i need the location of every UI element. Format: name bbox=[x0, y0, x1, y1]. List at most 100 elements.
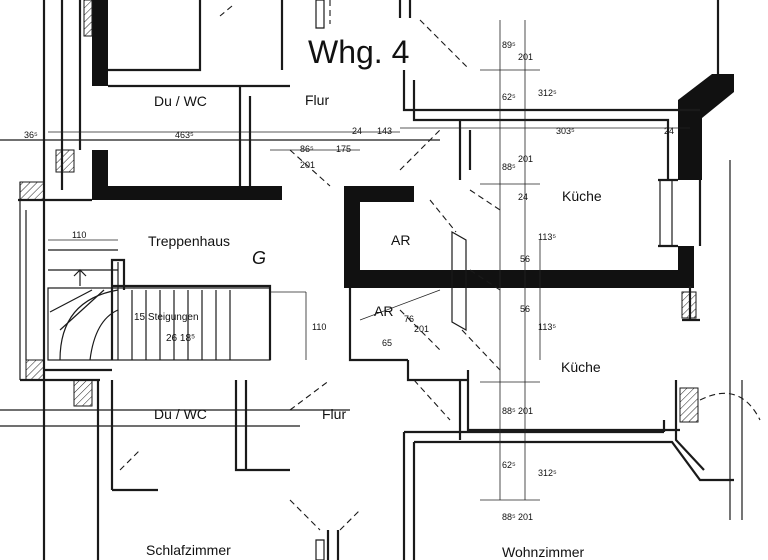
door-swing bbox=[119, 449, 141, 471]
door-swing bbox=[289, 149, 331, 187]
dimension-label: 88⁵ bbox=[502, 162, 516, 172]
dimension-label: 24 bbox=[664, 126, 674, 136]
wall-segment bbox=[678, 246, 694, 286]
staircase bbox=[47, 249, 271, 361]
door-swing bbox=[399, 129, 441, 171]
dimension-label: 201 bbox=[518, 154, 533, 164]
dimension-label: 36⁵ bbox=[24, 130, 38, 140]
hatched-sections bbox=[19, 0, 699, 423]
door-swing bbox=[413, 379, 451, 421]
room-label-du-wc-top: Du / WC bbox=[154, 93, 207, 109]
wall-line bbox=[466, 370, 680, 432]
wall-line bbox=[108, 0, 202, 72]
dimension-label: 201 bbox=[518, 52, 533, 62]
dimension-label: 175 bbox=[336, 144, 351, 154]
dimension-label: 312⁵ bbox=[538, 88, 557, 98]
room-label-flur-top: Flur bbox=[305, 92, 329, 108]
dimension-label: 201 bbox=[518, 512, 533, 522]
room-label-wohnzimmer: Wohnzimmer bbox=[502, 544, 585, 560]
handwritten-g-mark: G bbox=[252, 248, 266, 268]
door-swing bbox=[699, 392, 761, 421]
hatched-wall bbox=[681, 291, 697, 319]
wall-line bbox=[348, 288, 408, 362]
plan-title: Whg. 4 bbox=[308, 34, 409, 70]
stair-winder bbox=[89, 309, 119, 361]
stair-outline bbox=[47, 287, 271, 361]
wall-line bbox=[414, 440, 734, 482]
dimension-label: 56 bbox=[520, 304, 530, 314]
room-label-schlafzimmer: Schlafzimmer bbox=[146, 542, 231, 558]
dimension-label: 76 bbox=[404, 314, 414, 324]
stair-arrow bbox=[73, 269, 87, 286]
wall-segment bbox=[344, 186, 414, 202]
wall-line bbox=[110, 258, 126, 360]
hatched-wall bbox=[73, 379, 93, 407]
dimension-label: 24 bbox=[352, 126, 362, 136]
room-label-treppenhaus: Treppenhaus bbox=[148, 233, 230, 249]
wall-line bbox=[402, 70, 700, 112]
dim-line bbox=[359, 289, 441, 321]
dimension-label: 113⁵ bbox=[538, 232, 556, 242]
wall-segment bbox=[678, 74, 734, 180]
dimension-label: 89⁵ bbox=[502, 40, 516, 50]
wall-segment bbox=[344, 270, 694, 288]
dimension-label: 65 bbox=[382, 338, 392, 348]
stair-step-size-label: 26 18⁵ bbox=[166, 333, 195, 344]
hatched-wall bbox=[83, 0, 93, 37]
wall-line bbox=[234, 380, 290, 472]
dimension-label: 62⁵ bbox=[502, 92, 516, 102]
door-swing bbox=[419, 19, 469, 69]
dimension-lines bbox=[48, 20, 690, 501]
wall-line bbox=[112, 284, 272, 360]
door-leaf bbox=[315, 0, 325, 29]
hatched-wall bbox=[55, 149, 75, 173]
door-swings bbox=[119, 0, 761, 531]
door-leaf bbox=[451, 230, 467, 332]
wall-segment bbox=[92, 186, 282, 200]
door-swing bbox=[289, 499, 321, 531]
interior-lines bbox=[0, 139, 743, 520]
door-swing bbox=[461, 329, 501, 371]
dimension-label: 24 bbox=[518, 192, 528, 202]
wall-segment bbox=[344, 186, 360, 286]
dimension-label: 201 bbox=[300, 160, 315, 170]
room-label-flur-bottom: Flur bbox=[322, 406, 346, 422]
room-label-du-wc-bottom: Du / WC bbox=[154, 406, 207, 422]
hatched-wall bbox=[679, 387, 699, 423]
door-leaves bbox=[315, 0, 467, 560]
dimension-label: 463⁵ bbox=[175, 130, 194, 140]
hatched-wall bbox=[19, 181, 45, 201]
dimension-label: 312⁵ bbox=[538, 468, 557, 478]
dimension-label: 88⁵ bbox=[502, 406, 516, 416]
stair-winder bbox=[49, 289, 93, 313]
dimension-label: 143 bbox=[377, 126, 392, 136]
room-label-ar-upper: AR bbox=[391, 232, 410, 248]
dimension-label: 86⁵ bbox=[300, 144, 314, 154]
door-swing bbox=[289, 379, 331, 411]
dimension-label: 110 bbox=[72, 230, 86, 240]
wall-line bbox=[406, 360, 468, 382]
dimension-label: 88⁵ bbox=[502, 512, 516, 522]
dimension-label: 110 bbox=[312, 322, 326, 332]
dimension-label: 201 bbox=[414, 324, 429, 334]
wall-line bbox=[674, 380, 705, 471]
hatched-wall bbox=[25, 359, 45, 381]
room-label-ar-lower: AR bbox=[374, 303, 393, 319]
door-leaf bbox=[315, 539, 325, 560]
room-label-kueche-lower: Küche bbox=[561, 359, 601, 375]
door-swing bbox=[339, 509, 361, 531]
load-bearing-walls bbox=[92, 0, 734, 288]
dimension-label: 113⁵ bbox=[538, 322, 556, 332]
door-swing bbox=[429, 199, 457, 233]
door-swing bbox=[219, 5, 233, 17]
stair-winder bbox=[59, 289, 119, 361]
wall-line bbox=[412, 80, 670, 180]
dimension-label: 303⁵ bbox=[556, 126, 575, 136]
stair-steps-label: 15 Steigungen bbox=[134, 312, 199, 323]
wall-segment bbox=[92, 0, 108, 86]
dimension-label: 201 bbox=[518, 406, 533, 416]
dimension-label: 56 bbox=[520, 254, 530, 264]
room-label-kueche-upper: Küche bbox=[562, 188, 602, 204]
dimension-label: 62⁵ bbox=[502, 460, 516, 470]
